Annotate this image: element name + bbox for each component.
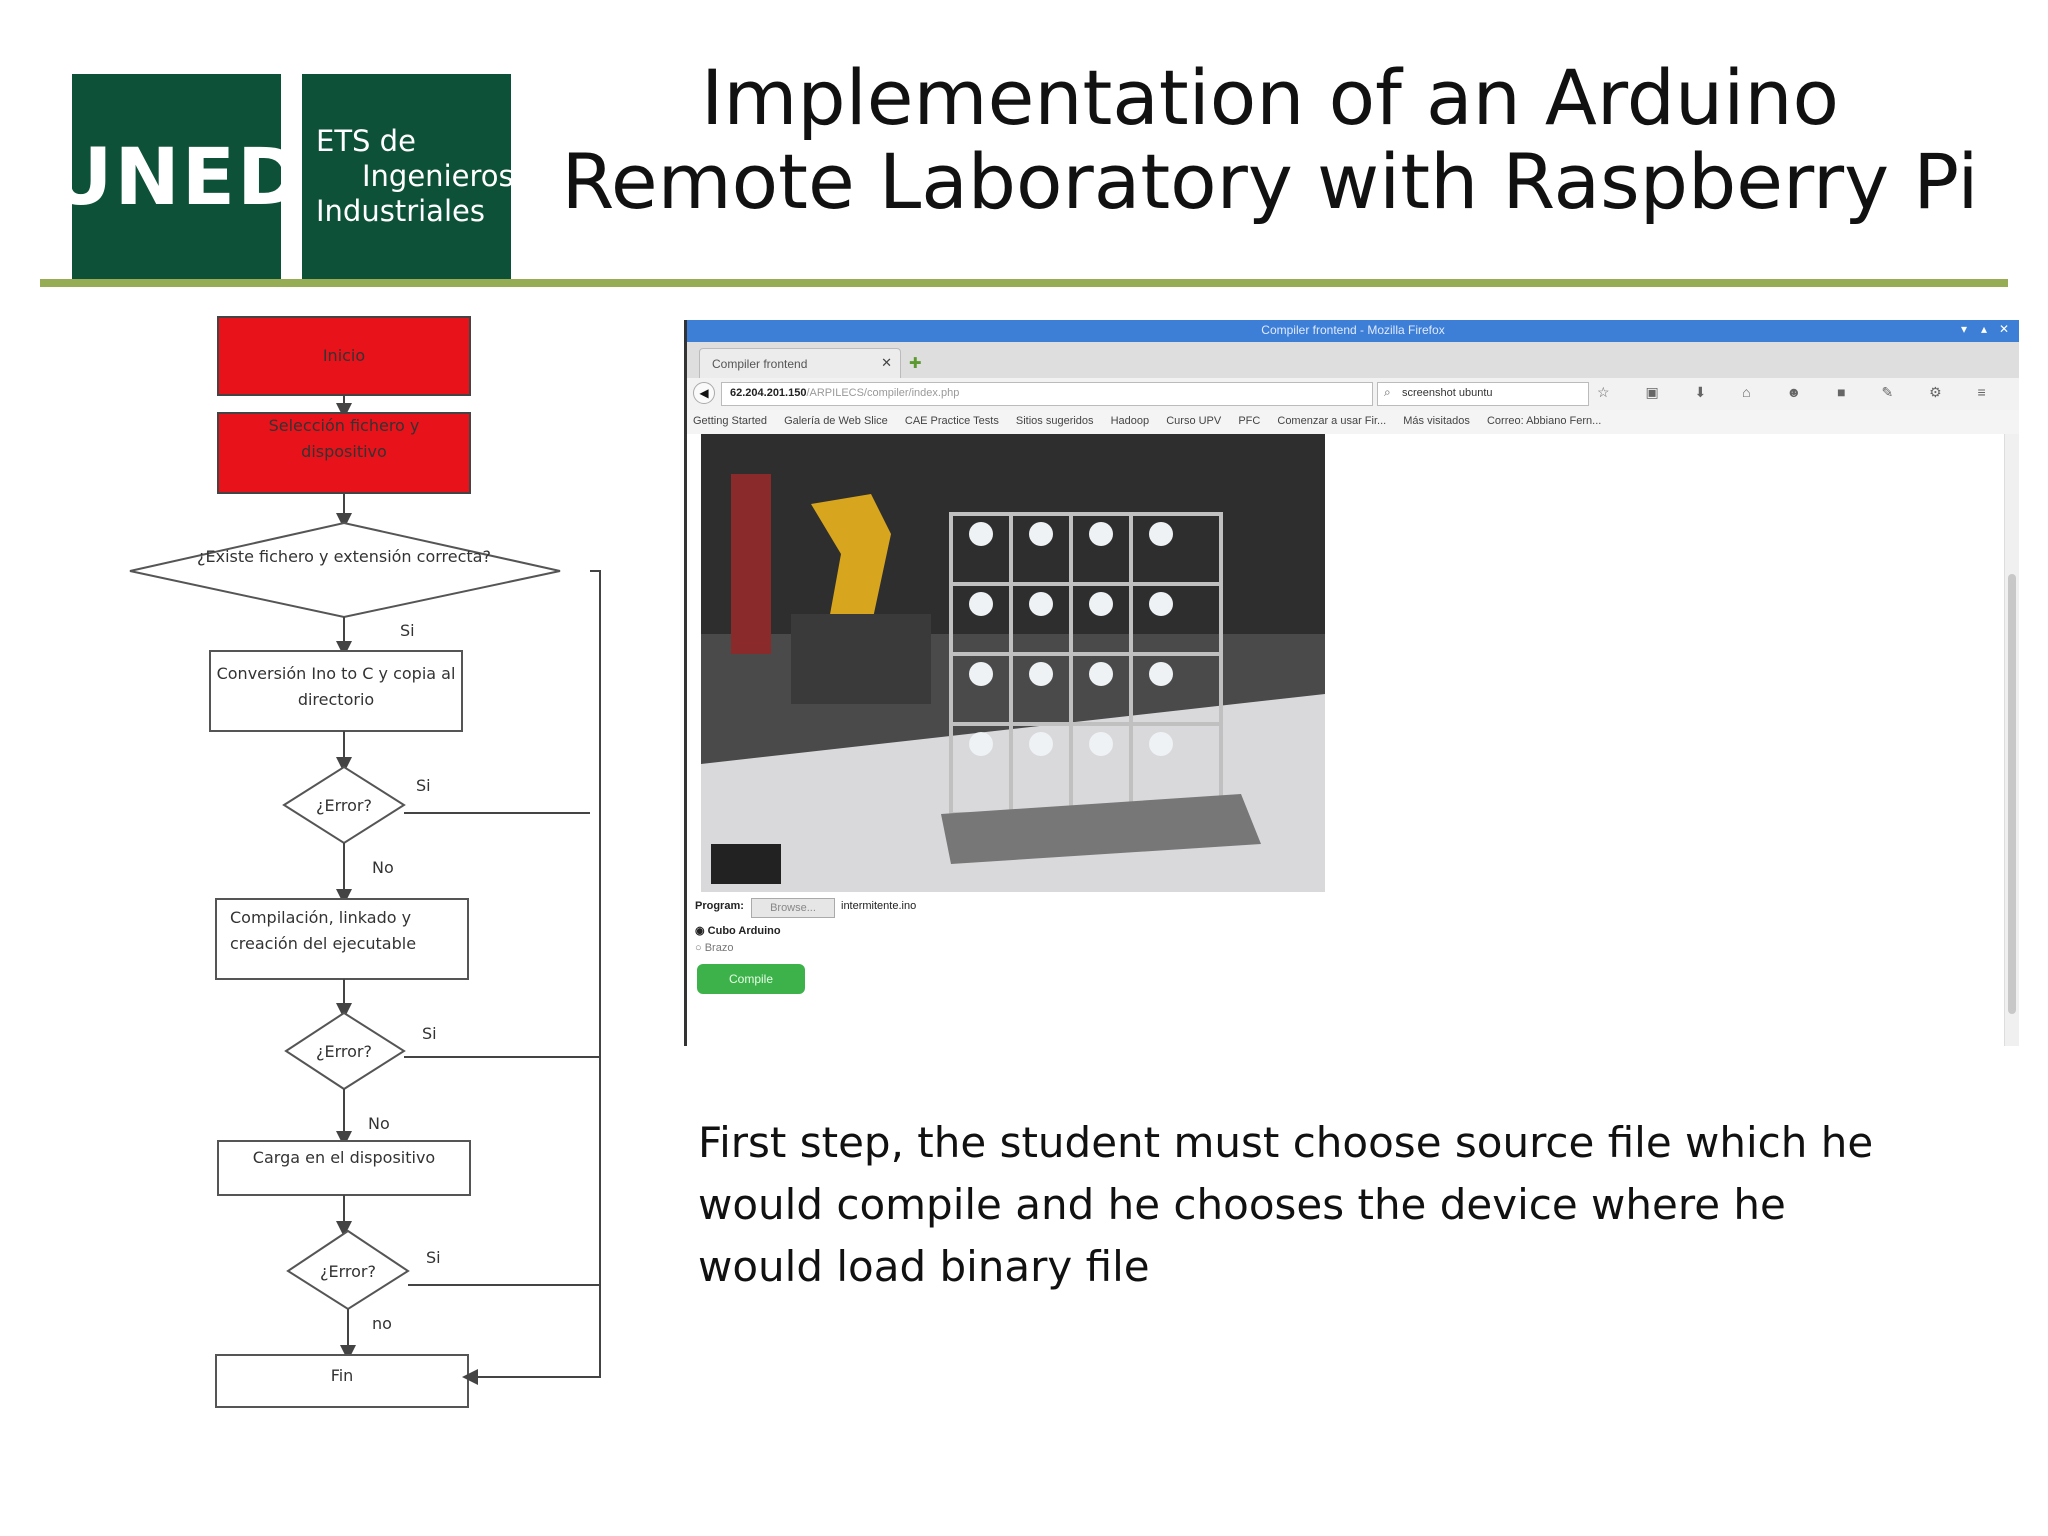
search-field[interactable]: ⌕ screenshot ubuntu bbox=[1377, 382, 1589, 406]
flow-compilation-label-1: Compilación, linkado y bbox=[230, 908, 411, 927]
search-value: screenshot ubuntu bbox=[1402, 387, 1493, 399]
device-option-arm[interactable]: ○ Brazo bbox=[695, 942, 733, 954]
slide-caption: First step, the student must choose sour… bbox=[698, 1118, 1874, 1291]
bookmark-item[interactable]: Hadoop bbox=[1110, 415, 1150, 427]
flow-error-diamond-1 bbox=[282, 765, 406, 845]
flow-yes-label: Si bbox=[426, 1248, 441, 1267]
flow-conversion-label-2: directorio bbox=[298, 690, 374, 709]
flow-return-line bbox=[462, 570, 601, 1385]
radio-empty-icon: ○ bbox=[695, 942, 705, 954]
device-option-cube[interactable]: ◉ Cubo Arduino bbox=[695, 924, 781, 937]
bookmark-item[interactable]: Sitios sugeridos bbox=[1015, 415, 1094, 427]
browser-tabbar: Compiler frontend ✕ ✚ bbox=[687, 342, 2019, 379]
ets-logo-line-2: Ingenieros bbox=[362, 159, 514, 193]
search-icon: ⌕ bbox=[1384, 385, 1391, 399]
browser-content: Program: Browse... intermitente.ino ◉ Cu… bbox=[687, 434, 2019, 1046]
flow-yes-label: Si bbox=[416, 776, 431, 795]
flowchart: Inicio Selección fichero y dispositivo ¿… bbox=[129, 316, 601, 1408]
slide-title-line-2: Remote Laboratory with Raspberry Pi bbox=[561, 137, 1979, 226]
device-option-arm-label: Brazo bbox=[704, 942, 734, 954]
bookmark-item[interactable]: Correo: Abbiano Fern... bbox=[1486, 415, 1602, 427]
browse-button[interactable]: Browse... bbox=[751, 898, 835, 918]
browser-tab[interactable]: Compiler frontend ✕ bbox=[699, 348, 901, 379]
flow-error-label-1: ¿Error? bbox=[316, 796, 372, 815]
compile-button[interactable]: Compile bbox=[697, 964, 805, 994]
flow-conversion-box bbox=[209, 650, 463, 732]
slide-title: Implementation of an Arduino Remote Labo… bbox=[560, 56, 1980, 224]
program-label: Program: bbox=[695, 900, 744, 912]
ets-logo: ETS de Ingenieros Industriales bbox=[302, 74, 514, 281]
bookmark-item[interactable]: Curso UPV bbox=[1166, 415, 1222, 427]
ets-logo-line-1: ETS de bbox=[316, 124, 416, 158]
back-arrow-icon[interactable]: ◀ bbox=[693, 382, 715, 404]
new-tab-icon[interactable]: ✚ bbox=[909, 355, 922, 372]
flow-error-label-3: ¿Error? bbox=[320, 1262, 376, 1281]
scrollbar[interactable] bbox=[2004, 434, 2019, 1046]
url-bar[interactable]: 62.204.201.150/ARPILECS/compiler/index.p… bbox=[721, 382, 1373, 406]
flow-yes-label: Si bbox=[400, 621, 415, 640]
flow-no-label: No bbox=[372, 858, 394, 877]
scrollbar-thumb[interactable] bbox=[2008, 574, 2016, 1014]
bookmark-item[interactable]: PFC bbox=[1238, 415, 1261, 427]
bookmark-item[interactable]: CAE Practice Tests bbox=[904, 415, 999, 427]
close-icon[interactable]: ✕ bbox=[1998, 322, 2010, 336]
radio-selected-icon: ◉ bbox=[695, 925, 708, 937]
flow-no-label: No bbox=[368, 1114, 390, 1133]
flow-load-label: Carga en el dispositivo bbox=[253, 1148, 435, 1167]
bookmark-item[interactable]: Más visitados bbox=[1403, 415, 1470, 427]
browser-titlebar: Compiler frontend - Mozilla Firefox ▾ ▴ … bbox=[687, 320, 2019, 342]
flow-error-diamond-2 bbox=[284, 1011, 406, 1091]
flow-no-label: no bbox=[372, 1314, 392, 1333]
maximize-icon[interactable]: ▴ bbox=[1980, 322, 1988, 336]
flow-load-box bbox=[217, 1140, 471, 1196]
browser-navbar: ◀ 62.204.201.150/ARPILECS/compiler/index… bbox=[687, 378, 2019, 411]
selected-file-name: intermitente.ino bbox=[841, 900, 917, 912]
title-divider bbox=[40, 279, 2008, 287]
flow-select-label-1: Selección fichero y bbox=[269, 416, 420, 435]
bookmark-item[interactable]: Comenzar a usar Fir... bbox=[1277, 415, 1387, 427]
flow-start-label: Inicio bbox=[323, 346, 365, 365]
toolbar-icons[interactable]: ☆ ▣ ⬇ ⌂ ☻ ■ ✎ ⚙ ≡ bbox=[1597, 384, 2002, 400]
flow-conversion-label-1: Conversión Ino to C y copia al bbox=[217, 664, 456, 683]
url-host: 62.204.201.150 bbox=[730, 387, 807, 399]
uned-logo: UNED bbox=[49, 74, 304, 281]
browser-window-title: Compiler frontend - Mozilla Firefox bbox=[1261, 323, 1445, 337]
browser-screenshot: Compiler frontend - Mozilla Firefox ▾ ▴ … bbox=[684, 320, 2019, 1046]
bookmark-item[interactable]: Getting Started bbox=[693, 415, 767, 427]
url-path: /ARPILECS/compiler/index.php bbox=[806, 387, 960, 399]
bookmark-item[interactable]: Galería de Web Slice bbox=[784, 415, 888, 427]
webcam-image bbox=[701, 434, 1325, 892]
bookmarks-bar: Getting Started Galería de Web Slice CAE… bbox=[687, 410, 2019, 435]
flow-check-file-diamond bbox=[129, 521, 561, 619]
uned-logo-text: UNED bbox=[49, 132, 304, 223]
flow-yes-label: Si bbox=[422, 1024, 437, 1043]
flow-error-label-2: ¿Error? bbox=[316, 1042, 372, 1061]
flow-error-diamond-3 bbox=[286, 1229, 410, 1311]
flow-start-box bbox=[217, 316, 471, 396]
bookmarks-row: Getting Started Galería de Web Slice CAE… bbox=[693, 415, 1615, 427]
url-text: 62.204.201.150/ARPILECS/compiler/index.p… bbox=[730, 387, 959, 399]
flow-check-file-label: ¿Existe fichero y extensión correcta? bbox=[197, 547, 491, 566]
flow-end-label: Fin bbox=[331, 1366, 354, 1385]
slide-title-line-1: Implementation of an Arduino bbox=[700, 53, 1840, 142]
device-option-cube-label: Cubo Arduino bbox=[707, 925, 781, 937]
flow-compilation-label-2: creación del ejecutable bbox=[230, 934, 416, 953]
flow-select-label-2: dispositivo bbox=[301, 442, 387, 461]
browser-tab-label: Compiler frontend bbox=[712, 357, 808, 371]
minimize-icon[interactable]: ▾ bbox=[1960, 322, 1968, 336]
flow-compilation-box bbox=[215, 898, 469, 980]
flow-end-box bbox=[215, 1354, 469, 1408]
tab-close-icon[interactable]: ✕ bbox=[881, 355, 892, 370]
flow-select-box bbox=[217, 412, 471, 494]
ets-logo-line-3: Industriales bbox=[316, 194, 485, 228]
